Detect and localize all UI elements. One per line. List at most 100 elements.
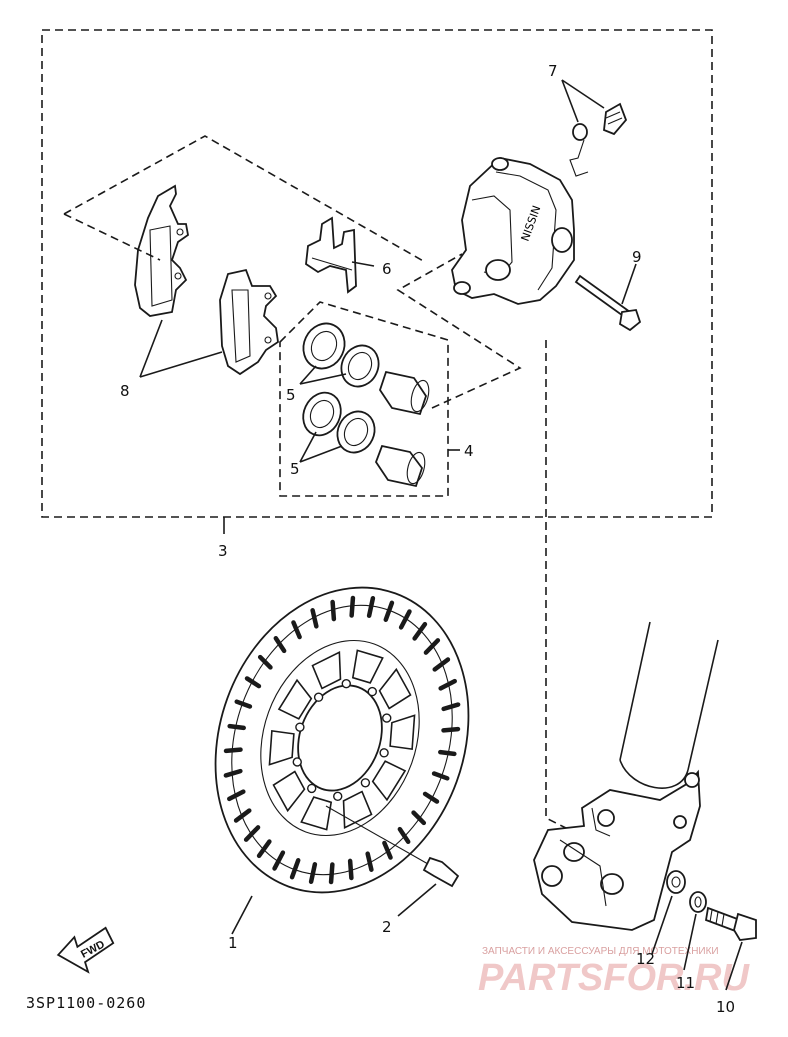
disc-slot [382, 840, 393, 860]
disc-slot [227, 723, 246, 731]
disc-slot [244, 676, 262, 689]
drawing-code: 3SP1100-0260 [26, 994, 146, 1012]
disc-slot [227, 789, 246, 802]
disc-slot [330, 599, 337, 622]
callout-1: 1 [228, 934, 238, 952]
caliper-pin-bolt [574, 274, 642, 332]
disc-slot [256, 839, 272, 859]
disc-bolt-hole [367, 686, 377, 697]
disc-slot [441, 702, 461, 712]
disc-bolt-hole [341, 678, 351, 689]
disc-bolt-hole [295, 722, 305, 732]
caliper-body: NISSIN [451, 157, 575, 305]
callout-11: 11 [676, 974, 695, 992]
brake-disc [214, 586, 470, 894]
disc-bolt [325, 805, 460, 888]
disc-spoke-cutout [389, 714, 416, 751]
callout-3: 3 [218, 542, 228, 560]
disc-slot [272, 850, 286, 871]
assembly-outline-box [41, 29, 713, 518]
disc-slot [273, 635, 287, 654]
brake-pad-front [134, 184, 189, 317]
disc-slot [441, 726, 461, 733]
washer [666, 870, 686, 894]
disc-slot [291, 620, 302, 640]
disc-bolt-hole [333, 791, 343, 802]
leader-7a [561, 79, 579, 123]
leader-5a-2 [299, 365, 317, 385]
disc-slot [257, 654, 273, 670]
disc-spoke-cutout [351, 649, 384, 684]
leader-12 [651, 895, 673, 955]
piston-seal-upper-1 [302, 322, 346, 370]
disc-slot [308, 862, 318, 885]
watermark: PARTSFOR.RU ЗАПЧАСТИ И АКСЕССУАРЫ ДЛЯ МО… [478, 946, 750, 999]
brake-pad-rear [219, 268, 279, 376]
leader-6 [351, 261, 375, 267]
disc-spoke-cutout [268, 729, 295, 766]
disc-slot [383, 600, 395, 622]
forward-direction-arrow: FWD [56, 926, 115, 974]
disc-slot [366, 595, 376, 618]
seal-kit-outline [279, 301, 449, 497]
leader-7b [561, 79, 605, 109]
callout-9: 9 [632, 248, 642, 266]
callout-4: 4 [464, 442, 474, 460]
piston-seal-lower-1 [302, 391, 342, 437]
leader-10 [725, 941, 743, 991]
disc-slot [223, 768, 243, 778]
disc-slot [349, 595, 356, 618]
disc-slot [289, 858, 301, 880]
leader-11 [683, 913, 697, 971]
disc-spoke-cutout [371, 760, 407, 802]
disc-slot [347, 858, 354, 881]
bleed-valve-cap [569, 123, 589, 177]
piston-upper [379, 370, 430, 416]
disc-slot [397, 826, 411, 845]
disc-slot [310, 608, 319, 629]
disc-slot [365, 851, 374, 872]
leader-5b-2 [299, 431, 317, 463]
disc-slot [328, 862, 335, 885]
lock-washer [689, 891, 707, 913]
disc-slot [233, 808, 252, 823]
callout-10: 10 [716, 998, 735, 1016]
pad-spring [305, 216, 357, 294]
leader-5a [299, 373, 347, 385]
disc-bolt-hole [307, 783, 317, 794]
callout-7: 7 [548, 62, 558, 80]
piston-seal-upper-2 [340, 344, 380, 388]
disc-spoke-cutout [378, 667, 412, 710]
disc-spoke-cutout [277, 678, 313, 720]
leader-2 [397, 883, 437, 917]
disc-slot [431, 771, 450, 781]
disc-slot [412, 621, 428, 641]
disc-slot [234, 699, 253, 709]
disc-spoke-cutout [311, 651, 342, 690]
callout-5a: 5 [286, 386, 296, 404]
disc-bolt-hole [382, 713, 392, 723]
watermark-logo: PARTSFOR.RU [478, 957, 750, 999]
disc-bolt-hole [292, 757, 302, 767]
disc-slot [438, 749, 457, 757]
piston-seal-lower-2 [336, 410, 376, 454]
axle-holder-bolt [704, 906, 757, 941]
disc-bolt-hole [313, 692, 324, 702]
callout-8: 8 [120, 382, 130, 400]
disc-slot [438, 678, 457, 691]
disc-slot [223, 747, 243, 754]
watermark-caption: ЗАПЧАСТИ И АКСЕССУАРЫ ДЛЯ МОТОТЕХНИКИ [482, 946, 719, 957]
leader-8a [139, 319, 163, 378]
disc-slot [432, 657, 451, 672]
disc-slot [398, 609, 412, 630]
callout-6: 6 [382, 260, 392, 278]
leader-9 [621, 263, 637, 305]
disc-slot [243, 825, 261, 842]
disc-slot [411, 810, 427, 826]
disc-slot [422, 791, 440, 804]
pad-guide-line-2 [63, 213, 161, 261]
pad-guide-line [63, 135, 426, 263]
leader-8b [139, 351, 223, 378]
callout-2: 2 [382, 918, 392, 936]
